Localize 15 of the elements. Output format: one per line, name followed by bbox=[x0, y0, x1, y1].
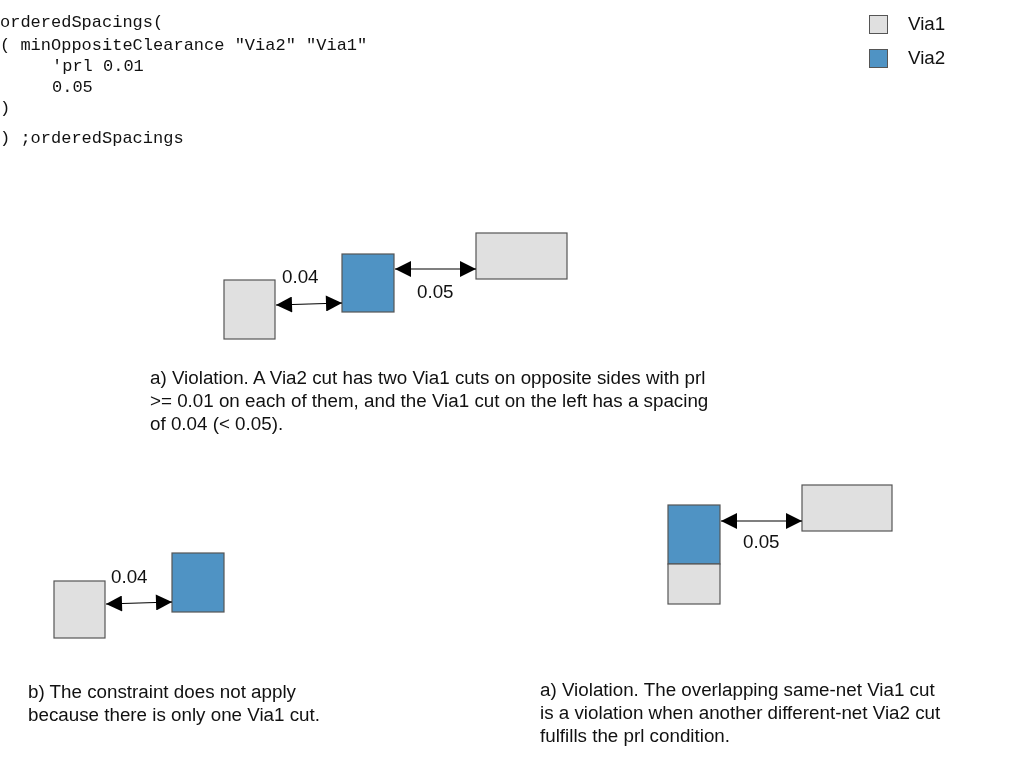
dimension-value: 0.05 bbox=[417, 280, 454, 303]
code-line: ) ;orderedSpacings bbox=[0, 128, 184, 150]
dimension-value: 0.04 bbox=[111, 565, 148, 588]
legend-label: Via1 bbox=[908, 12, 946, 35]
code-line: 0.05 bbox=[52, 77, 93, 99]
code-line: 'prl 0.01 bbox=[52, 56, 144, 78]
code-line: ( minOppositeClearance "Via2" "Via1" bbox=[0, 35, 368, 57]
caption-text: b) The constraint does not apply because there is only one Via1 cut. bbox=[28, 680, 321, 726]
code-line: ) bbox=[0, 98, 11, 120]
code-line: orderedSpacings( bbox=[0, 12, 164, 34]
dimension-value: 0.04 bbox=[282, 265, 319, 288]
caption-text: a) Violation. A Via2 cut has two Via1 cuts on opposite sides with prl >= 0.01 on each of them, and the Via1 cut on the left has a spacing of 0.04 (< 0.05). bbox=[150, 366, 710, 435]
dimension-value: 0.05 bbox=[743, 530, 780, 553]
caption-text: a) Violation. The overlapping same-net Via1 cut is a violation when another different-net Via2 cut fulfills the prl condition. bbox=[540, 678, 942, 747]
legend-label: Via2 bbox=[908, 46, 946, 69]
